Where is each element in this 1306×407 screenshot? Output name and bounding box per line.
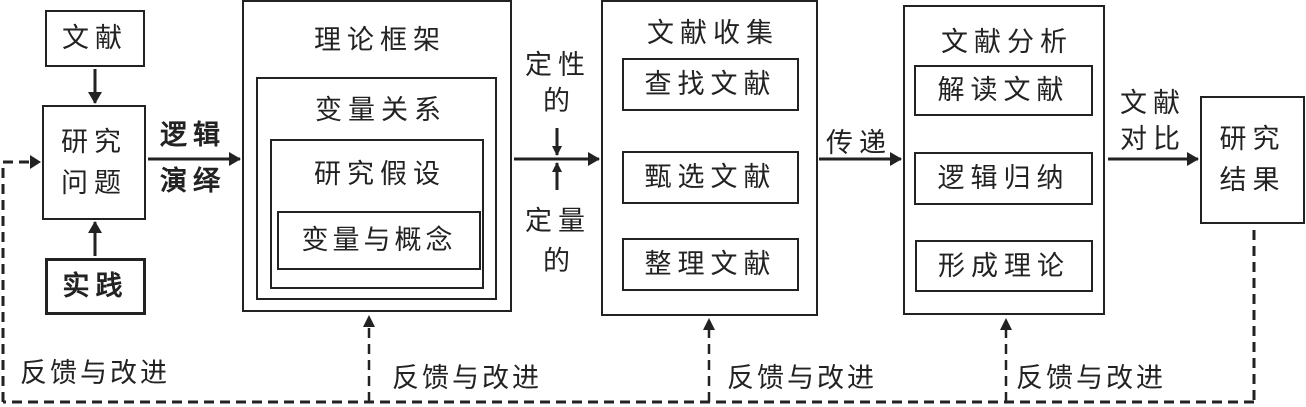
analysis-step-3: 形成理论 (915, 240, 1093, 292)
literature-compare-line1: 文献 (1120, 88, 1186, 119)
literature-analysis-title: 文献分析 (941, 27, 1073, 58)
feedback-label-3: 反馈与改进 (727, 363, 877, 394)
feedback-loop (1, 160, 1256, 404)
literature-analysis-box: 文献分析 解读文献 逻辑归纳 形成理论 (903, 5, 1105, 315)
variable-relations-box: 变量关系 研究假设 变量与概念 (256, 77, 497, 300)
quantitative-line2: 的 (543, 246, 576, 277)
literature-collection-title: 文献收集 (647, 18, 779, 49)
analysis-step-1: 解读文献 (914, 65, 1093, 116)
research-hypothesis-box: 研究假设 变量与概念 (270, 139, 484, 289)
collection-step-1-label: 查找文献 (644, 69, 777, 100)
collection-step-3: 整理文献 (622, 238, 799, 291)
collection-step-2: 甄选文献 (622, 151, 799, 204)
feedback-label-1: 反馈与改进 (20, 358, 170, 389)
research-question-box: 研究 问题 (42, 105, 146, 220)
literature-collection-box: 文献收集 查找文献 甄选文献 整理文献 (601, 0, 818, 316)
analysis-step-1-label: 解读文献 (937, 75, 1070, 106)
qualitative-line2: 的 (543, 86, 576, 117)
analysis-step-3-label: 形成理论 (938, 250, 1070, 282)
research-hypothesis-label: 研究假设 (314, 159, 446, 190)
research-results-line2: 结果 (1219, 165, 1286, 196)
feedback-arrowhead-analysis (1000, 318, 1012, 330)
practice-label: 实践 (62, 271, 129, 302)
variable-relations-label: 变量关系 (315, 95, 447, 126)
practice-box: 实践 (45, 258, 146, 315)
feedback-arrowhead-framework (363, 315, 375, 327)
collection-step-2-label: 甄选文献 (644, 162, 777, 193)
qualitative-line1: 定性 (525, 50, 591, 81)
feedback-label-4: 反馈与改进 (1016, 363, 1166, 394)
research-results-line1: 研究 (1219, 124, 1286, 155)
collection-step-1: 查找文献 (622, 58, 799, 111)
research-question-line1: 研究 (61, 126, 127, 158)
research-question-line2: 问题 (61, 167, 127, 199)
transfer-label: 传递 (826, 128, 892, 159)
feedback-label-2: 反馈与改进 (392, 363, 542, 394)
logic-deduction-line1: 逻辑 (160, 120, 226, 151)
literature-box: 文献 (45, 10, 145, 67)
collection-step-3-label: 整理文献 (644, 249, 777, 280)
literature-compare-line2: 对比 (1120, 124, 1186, 155)
feedback-arrowhead-collection (703, 318, 715, 330)
literature-label: 文献 (62, 23, 128, 54)
research-results-box: 研究 结果 (1200, 96, 1305, 224)
analysis-step-2: 逻辑归纳 (914, 152, 1093, 205)
theory-framework-title: 理论框架 (314, 25, 446, 56)
variables-concepts-label: 变量与概念 (301, 225, 457, 256)
analysis-step-2-label: 逻辑归纳 (937, 163, 1070, 194)
feedback-arrowhead-question (30, 155, 41, 169)
theory-framework-box: 理论框架 变量关系 研究假设 变量与概念 (242, 0, 512, 312)
logic-deduction-line2: 演绎 (160, 166, 226, 197)
variables-concepts-box: 变量与概念 (277, 211, 481, 270)
quantitative-line1: 定量 (525, 206, 591, 237)
